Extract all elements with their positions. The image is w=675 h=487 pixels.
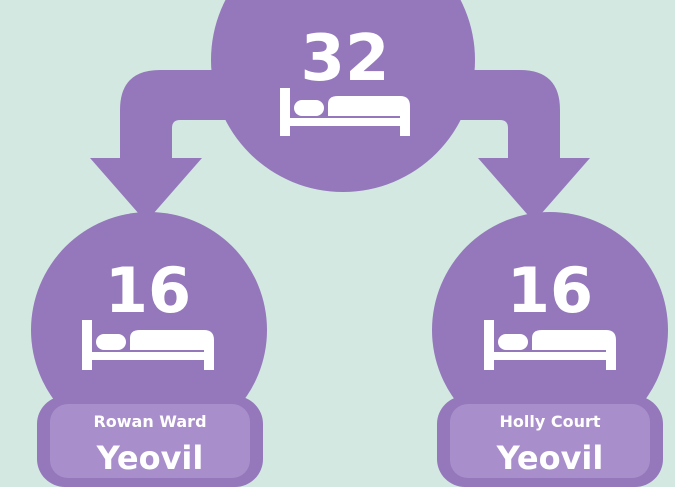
right-location: Yeovil — [496, 439, 604, 477]
left-node-bed-count: 16 — [105, 254, 191, 327]
bed-icon — [280, 88, 410, 136]
bed-icon — [82, 320, 214, 370]
right-node-bed-count: 16 — [507, 254, 593, 327]
bed-icon — [484, 320, 616, 370]
top-node: 32 — [211, 0, 475, 192]
right-node: 16 Holly Court Yeovil — [432, 212, 668, 487]
left-ward-name: Rowan Ward — [93, 412, 206, 431]
left-location: Yeovil — [96, 439, 204, 477]
left-label-box — [50, 404, 250, 478]
top-node-circle — [211, 0, 475, 192]
top-node-bed-count: 32 — [300, 22, 389, 96]
right-ward-name: Holly Court — [499, 412, 600, 431]
left-node: 16 Rowan Ward Yeovil — [31, 212, 267, 487]
right-label-box — [450, 404, 650, 478]
